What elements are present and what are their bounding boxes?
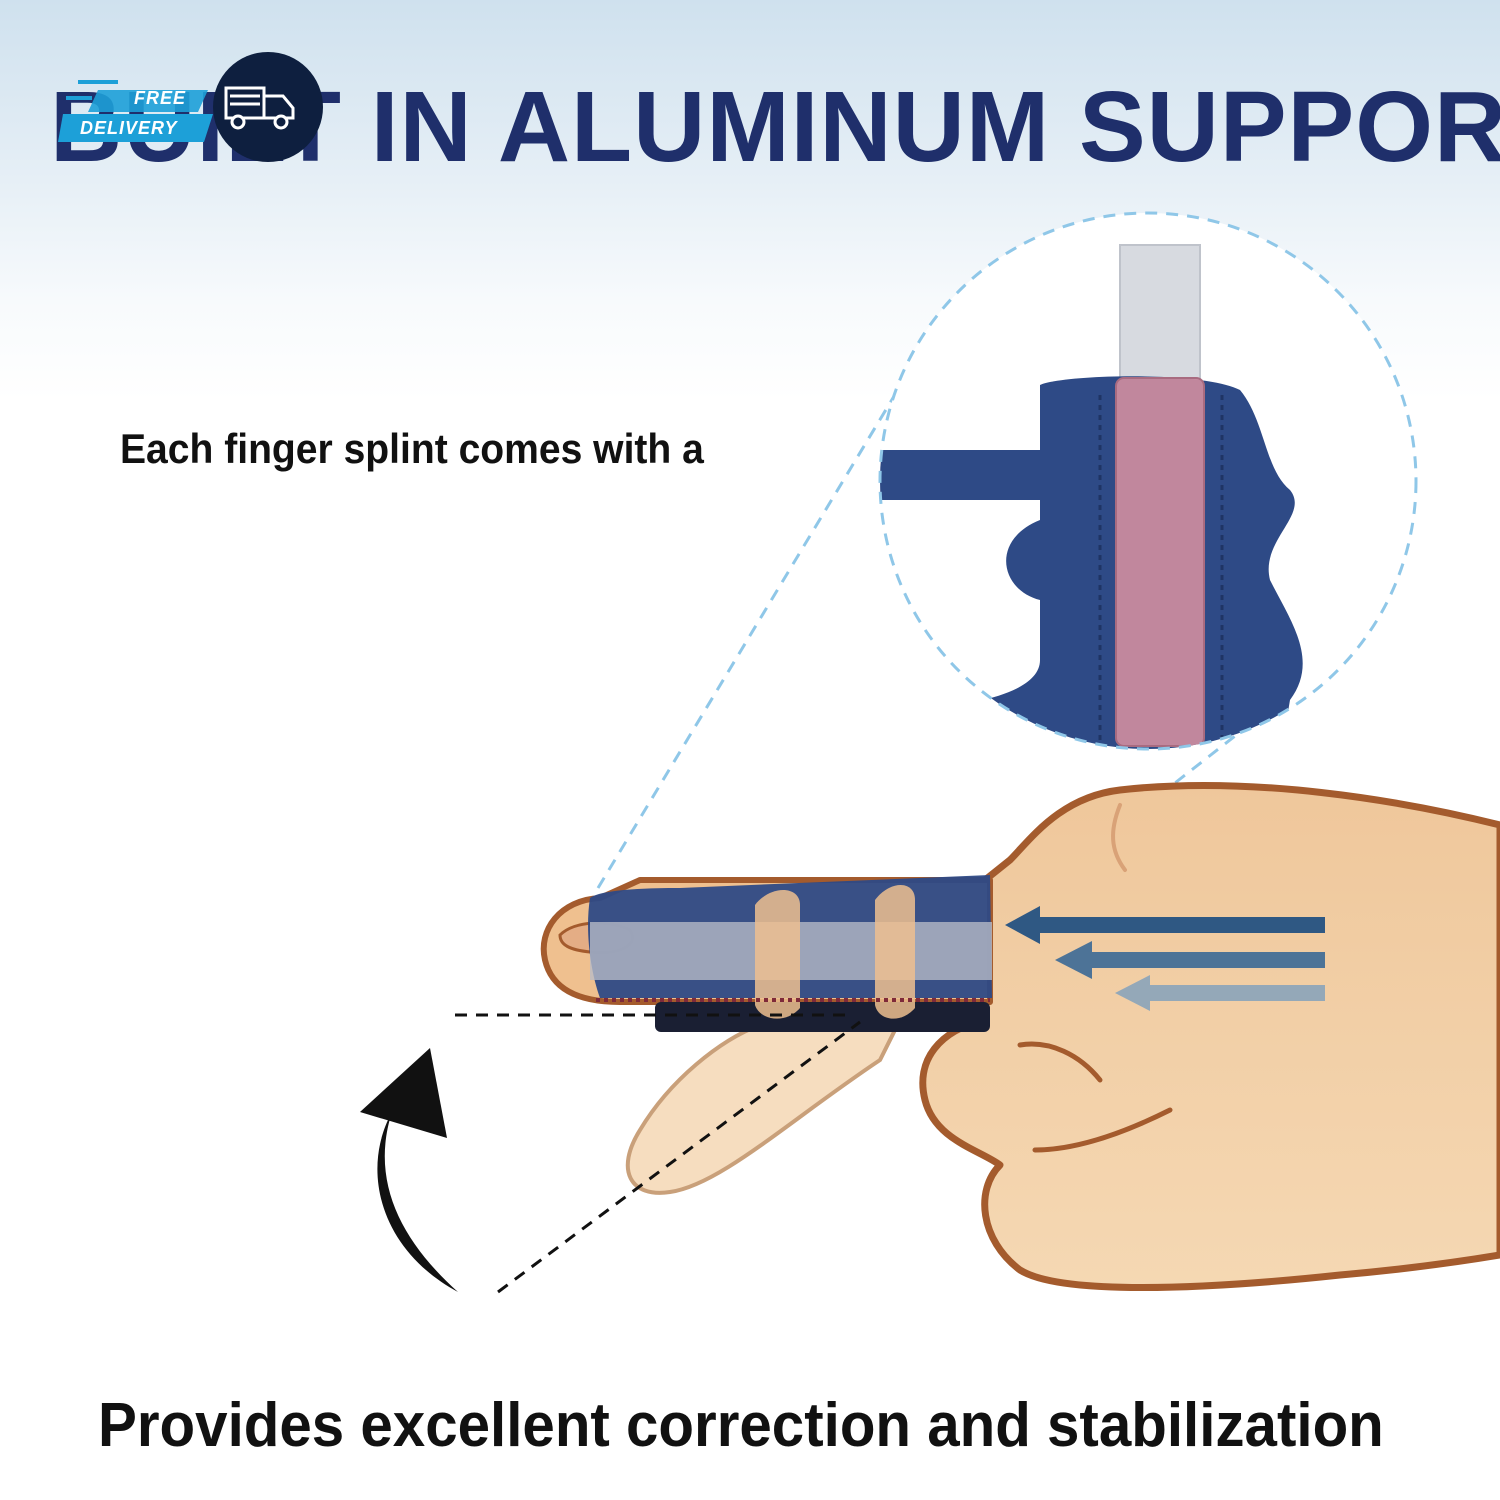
badge-free-text: FREE: [134, 88, 187, 108]
caption-top: Each finger splint comes with a: [120, 425, 704, 472]
angle-guide-lines: [455, 1013, 861, 1294]
direction-arrow-icon: [1005, 906, 1325, 1011]
badge-delivery-text: DELIVERY: [80, 118, 178, 138]
delivery-truck-icon: [224, 86, 295, 130]
finger-splint: [588, 875, 992, 1032]
hand: [540, 781, 1500, 1291]
free-delivery-badge: [58, 52, 323, 162]
curved-arrow-icon: [360, 1048, 458, 1292]
caption-bottom: Provides excellent correction and stabil…: [98, 1391, 1384, 1460]
zoom-detail: [878, 211, 1418, 751]
hand-body: [919, 781, 1500, 1291]
folded-finger: [625, 1017, 904, 1195]
